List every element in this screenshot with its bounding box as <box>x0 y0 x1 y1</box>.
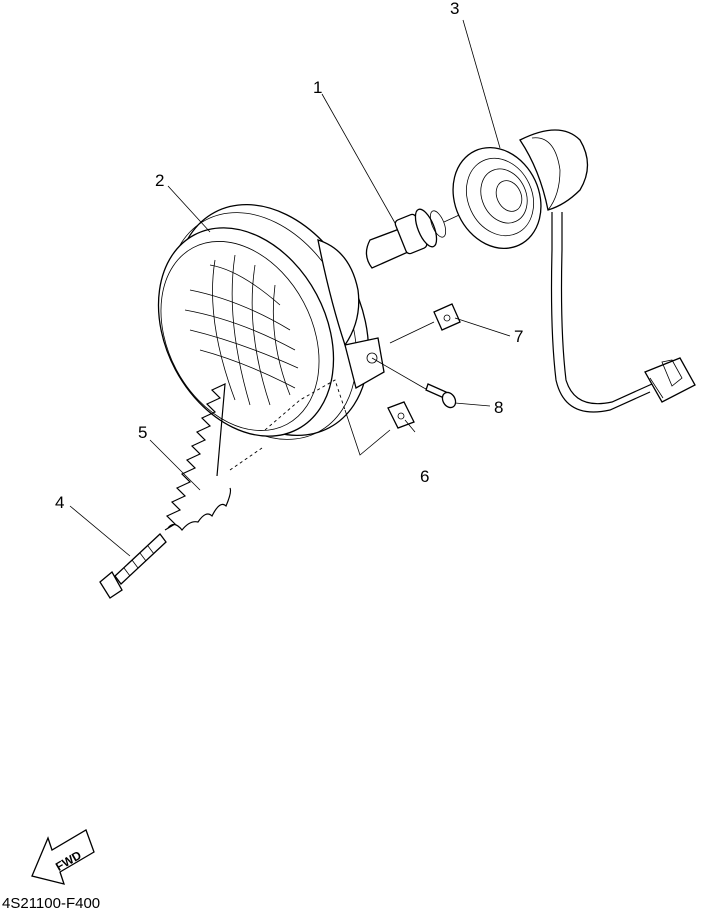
bulb-socket-cord <box>452 129 696 413</box>
leader-lines <box>69 19 511 557</box>
callout-3: 3 <box>450 0 459 18</box>
callout-7: 7 <box>514 327 523 346</box>
headlight-unit <box>157 203 385 440</box>
clip-nut <box>433 303 461 331</box>
spring <box>164 383 232 531</box>
callout-2: 2 <box>155 171 164 190</box>
fwd-arrow-icon: FWD <box>31 829 95 885</box>
diagram-code: 4S21100-F400 <box>2 895 100 911</box>
screw <box>423 383 457 409</box>
callout-6: 6 <box>420 467 429 486</box>
callout-8: 8 <box>494 398 503 417</box>
callout-1: 1 <box>313 78 322 97</box>
callout-4: 4 <box>55 493 64 512</box>
callout-5: 5 <box>138 423 147 442</box>
bulb <box>365 208 471 269</box>
adjusting-bolt <box>99 533 167 599</box>
square-nut <box>387 401 415 429</box>
